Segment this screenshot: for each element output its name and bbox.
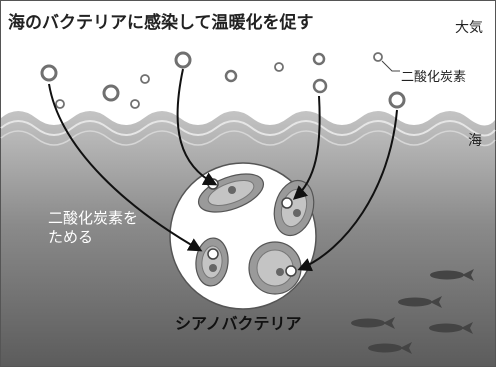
co2-bubble — [388, 91, 406, 109]
arrow — [176, 68, 218, 186]
sea-label: 海 — [468, 133, 482, 149]
fish-icon — [368, 342, 412, 354]
cell — [195, 237, 229, 287]
fish-icon — [398, 296, 442, 308]
co2-bubble — [312, 78, 328, 94]
co2-label: 二酸化炭素 — [401, 70, 467, 85]
fish-icon — [351, 317, 395, 329]
cyanobacteria-label: シアノバクテリア — [175, 314, 302, 333]
wave-line — [0, 130, 496, 147]
arrow — [48, 83, 203, 252]
co2-bubble — [224, 69, 238, 83]
arrow — [292, 95, 321, 200]
uptake-arrows — [48, 68, 398, 272]
co2-bubble — [55, 99, 65, 109]
co2-bubble — [102, 84, 120, 102]
store-co2-label-line1: 二酸化炭素を — [48, 209, 139, 227]
co2-leader-line — [381, 60, 400, 72]
wave-line — [0, 120, 496, 137]
co2-bubble — [130, 99, 140, 109]
co2-bubbles — [40, 51, 406, 109]
store-co2-label-line2: ためる — [48, 228, 94, 246]
co2-bubble — [274, 62, 284, 72]
co2-bubble — [312, 52, 326, 66]
arrow — [297, 109, 398, 272]
co2-bubble — [373, 52, 383, 62]
atmosphere-label: 大気 — [455, 20, 483, 36]
diagram-title: 海のバクテリアに感染して温暖化を促す — [8, 13, 314, 33]
cell — [248, 241, 302, 295]
co2-bubble — [140, 74, 150, 84]
co2-bubble — [174, 51, 192, 69]
fish-school — [351, 269, 474, 354]
fish-icon — [430, 269, 474, 281]
fish-icon — [429, 322, 473, 334]
co2-bubble — [40, 64, 58, 82]
